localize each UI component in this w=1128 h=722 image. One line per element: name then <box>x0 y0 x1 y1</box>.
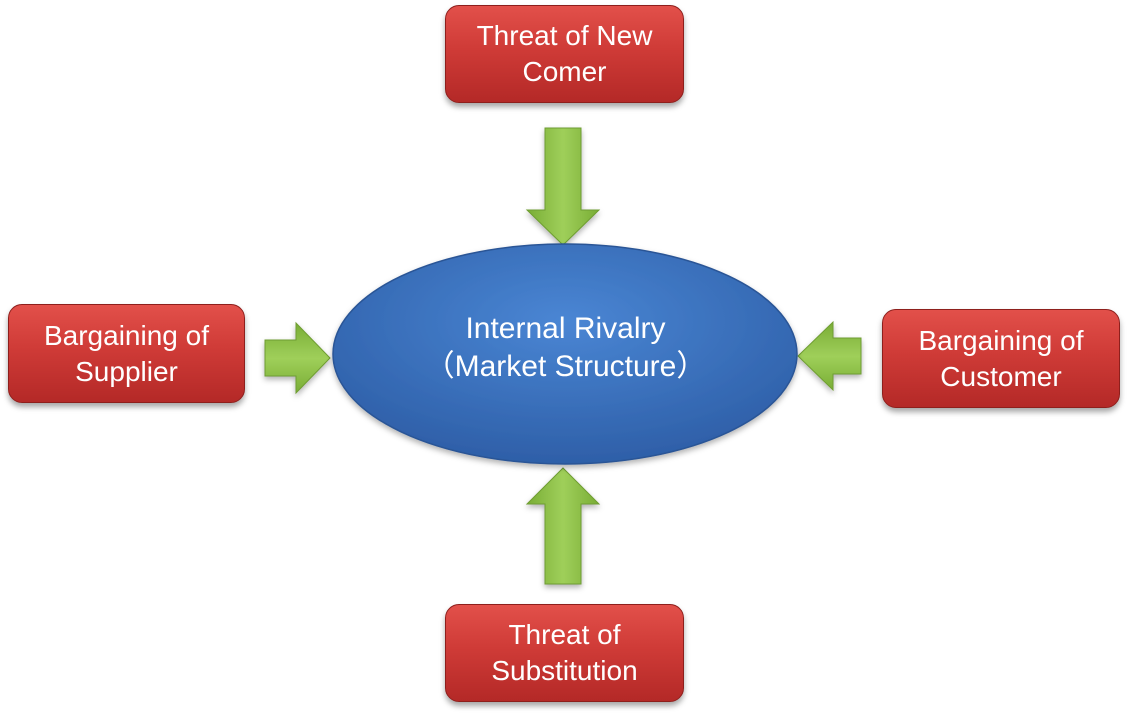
bargaining-customer-box: Bargaining of Customer <box>882 309 1120 408</box>
threat-substitution-box: Threat of Substitution <box>445 604 684 702</box>
arrow-up-bottom <box>525 467 601 585</box>
arrow-left-right <box>797 320 862 392</box>
box-top-line2: Comer <box>522 56 607 87</box>
box-top-line1: Threat of New <box>476 20 653 51</box>
box-left-line2: Supplier <box>75 355 178 387</box>
arrow-down-top <box>525 127 601 246</box>
box-bottom-line1: Threat of <box>508 619 621 650</box>
arrow-right-left <box>264 321 331 395</box>
center-label-line1: Internal Rivalry <box>465 312 666 345</box>
box-left-line1: Bargaining of <box>43 319 209 351</box>
box-right-line2: Customer <box>940 360 1062 392</box>
bargaining-supplier-box: Bargaining of Supplier <box>8 304 245 403</box>
center-label: Internal Rivalry （Market Structure） <box>333 310 798 386</box>
center-label-line2: （Market Structure） <box>424 350 707 383</box>
threat-new-comer-box: Threat of New Comer <box>445 5 684 103</box>
box-right-line1: Bargaining of <box>918 324 1084 356</box>
box-bottom-line2: Substitution <box>491 655 638 686</box>
center-ellipse <box>332 243 798 465</box>
